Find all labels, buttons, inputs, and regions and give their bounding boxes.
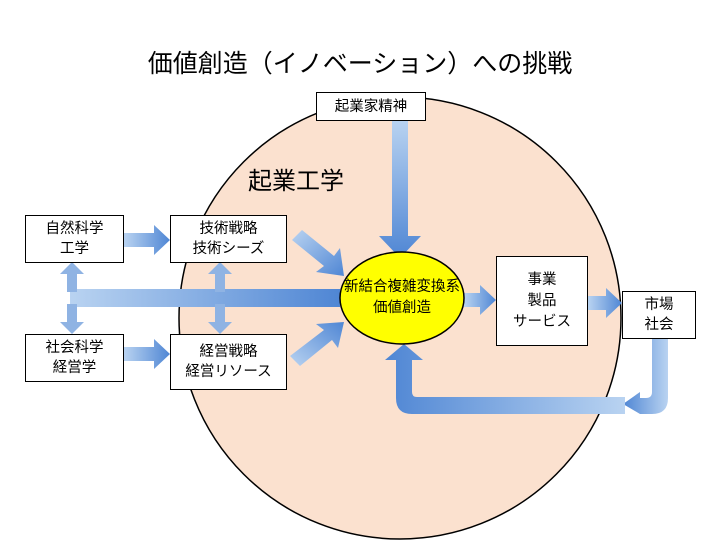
arrow-market-feedback <box>623 338 668 414</box>
arrow-social-to-mgmt <box>124 339 170 369</box>
tech-strategy-box: 技術戦略技術シーズ <box>170 215 287 263</box>
natural-science-box: 自然科学工学 <box>25 215 124 263</box>
region-label: 起業工学 <box>248 167 344 195</box>
arrow-natural-to-tech <box>124 225 170 255</box>
management-strategy-box: 経営戦略経営リソース <box>170 334 287 390</box>
arrow-spirit-to-core <box>379 120 421 258</box>
arrow-core-to-business <box>464 285 496 315</box>
arrow-feedback-to-core <box>385 344 625 414</box>
spirit-box: 起業家精神 <box>316 92 426 121</box>
social-science-box: 社会科学経営学 <box>25 334 124 382</box>
arrow-band-left-to-core <box>60 262 340 334</box>
core-label: 新結合複雑変換系価値創造 <box>344 279 460 316</box>
arrow-tech-to-core <box>292 230 344 276</box>
market-box: 市場社会 <box>622 291 696 339</box>
arrow-business-to-market <box>588 288 622 318</box>
page-title: 価値創造（イノベーション）への挑戦 <box>147 49 573 78</box>
core-ellipse <box>339 251 465 345</box>
business-box: 事業製品サービス <box>496 256 588 346</box>
arrow-mgmt-to-core <box>290 322 344 366</box>
